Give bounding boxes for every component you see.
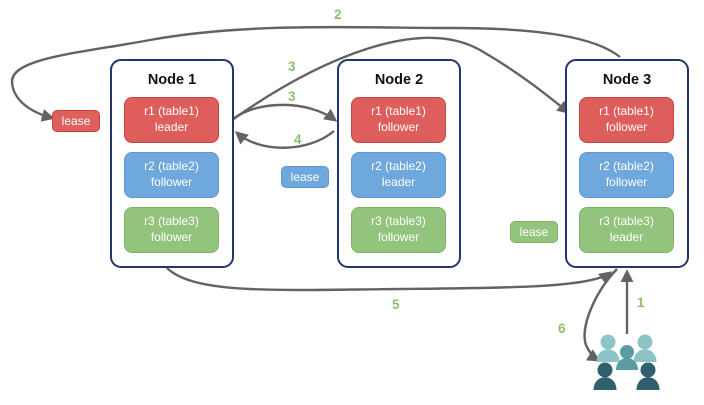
replica-name: r1 (table1): [144, 104, 199, 119]
replica-role: leader: [609, 230, 644, 244]
arrow-step5-node1-to-node3: [166, 267, 613, 292]
replica-name: r3 (table3): [371, 214, 426, 229]
node2-r1-box: r1 (table1) follower: [351, 97, 446, 143]
lease-badge-r3: lease: [510, 221, 558, 243]
node2-r3-box: r3 (table3) follower: [351, 207, 446, 253]
replica-name: r1 (table1): [371, 104, 426, 119]
node3-r1-box: r1 (table1) follower: [579, 97, 674, 143]
arrow-step3-leader-to-node2-follower: [232, 103, 338, 122]
step-label-2: 2: [334, 7, 342, 22]
replica-role: leader: [154, 120, 189, 134]
step-label-5: 5: [392, 297, 400, 312]
lease-badge-r2: lease: [281, 166, 329, 188]
step-label-3-upper: 3: [288, 59, 296, 74]
replica-role: follower: [605, 120, 648, 134]
replica-role: leader: [381, 175, 416, 189]
step-label-1: 1: [637, 295, 645, 310]
node1-title: Node 1: [147, 72, 197, 88]
replica-name: r1 (table1): [599, 104, 654, 119]
node1-r2-box: r2 (table2) follower: [124, 152, 219, 198]
node3-container: Node 3 r1 (table1) follower r2 (table2) …: [565, 59, 689, 268]
arrow-step6-node3-to-client: [583, 268, 618, 362]
replica-role: follower: [605, 175, 648, 189]
node1-container: Node 1 r1 (table1) leader r2 (table2) fo…: [110, 59, 234, 268]
replica-name: r3 (table3): [144, 214, 199, 229]
node2-title: Node 2: [374, 72, 424, 88]
replica-role: follower: [150, 175, 193, 189]
node2-container: Node 2 r1 (table1) follower r2 (table2) …: [337, 59, 461, 268]
users-group-icon: [593, 334, 660, 390]
step-label-3-lower: 3: [288, 89, 296, 104]
lease-badge-r1: lease: [52, 110, 100, 132]
arrow-step4-node2-ack-to-leader: [234, 130, 335, 149]
step-label-6: 6: [558, 321, 566, 336]
node1-r3-box: r3 (table3) follower: [124, 207, 219, 253]
replica-name: r2 (table2): [371, 159, 426, 174]
replica-name: r2 (table2): [144, 159, 199, 174]
replica-role: follower: [377, 230, 420, 244]
replica-role: follower: [377, 120, 420, 134]
replica-name: r2 (table2): [599, 159, 654, 174]
replica-name: r3 (table3): [599, 214, 654, 229]
step-label-4: 4: [294, 132, 302, 147]
node1-r1-box: r1 (table1) leader: [124, 97, 219, 143]
node3-r3-box: r3 (table3) leader: [579, 207, 674, 253]
arrow-step2-node3-to-lease: [10, 25, 621, 122]
node2-r2-box: r2 (table2) leader: [351, 152, 446, 198]
node3-r2-box: r2 (table2) follower: [579, 152, 674, 198]
replica-role: follower: [150, 230, 193, 244]
node3-title: Node 3: [602, 72, 652, 88]
